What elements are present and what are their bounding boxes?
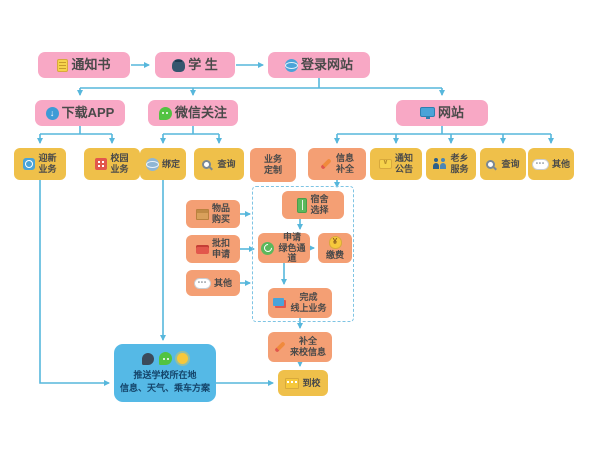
node-label: 批扣 申请	[211, 238, 230, 259]
node-label: 业务 定制	[263, 154, 282, 175]
node-announcements: 通知 公告	[370, 148, 422, 180]
recycle-icon	[261, 241, 274, 255]
monitor-icon	[419, 106, 435, 119]
moneybag-icon	[328, 235, 342, 249]
student-icon	[172, 58, 186, 72]
wechat-icon	[159, 352, 172, 366]
node-website-query: 查询	[480, 148, 526, 180]
magnifier-icon	[202, 159, 212, 169]
business-custom-group	[252, 186, 354, 322]
node-batch-deduction: 批扣 申请	[186, 235, 240, 263]
node-label: 其他	[213, 277, 232, 288]
node-finish-online: 完成 线上业务	[268, 288, 332, 318]
download-icon	[45, 106, 59, 120]
pencil-icon	[320, 158, 333, 171]
node-label: 其他	[551, 158, 570, 169]
node-label: 迎新 业务	[38, 153, 57, 174]
node-dorm-selection: 宿舍 选择	[282, 191, 344, 219]
node-business-custom-label: 业务 定制	[250, 148, 296, 182]
node-optional-other: 其他	[186, 270, 240, 296]
node-payment: 缴费	[318, 233, 352, 263]
ellipsis-icon	[193, 277, 211, 289]
school-icon	[285, 377, 300, 389]
globe-icon	[284, 58, 298, 72]
node-notice-letter: 通知书	[38, 52, 130, 78]
node-label: 学 生	[188, 57, 218, 73]
wechat-icon	[158, 106, 172, 120]
node-label: 校园 业务	[110, 153, 129, 174]
card-icon	[195, 244, 209, 254]
node-website-other: 其他	[528, 148, 574, 180]
node-bind: 绑定	[140, 148, 186, 180]
push-info-panel: 推送学校所在地 信息、天气、乘车方案	[114, 344, 216, 402]
node-label: 申请 绿色通道	[278, 231, 306, 264]
cards-icon	[273, 298, 285, 306]
node-hometown-service: 老乡 服务	[426, 148, 476, 180]
node-campus-services: 校园 业务	[84, 148, 140, 180]
sun-icon	[177, 353, 188, 365]
node-login-website: 登录网站	[268, 52, 370, 78]
chat-icon	[142, 352, 154, 365]
node-green-channel: 申请 绿色通道	[258, 231, 310, 264]
node-label: 通知 公告	[394, 153, 413, 174]
box-icon	[195, 208, 209, 220]
node-student: 学 生	[155, 52, 235, 78]
push-panel-text: 推送学校所在地 信息、天气、乘车方案	[119, 370, 210, 393]
node-label: 下载APP	[61, 105, 115, 121]
node-label: 宿舍 选择	[310, 194, 329, 215]
node-download-app: 下载APP	[35, 100, 125, 126]
magnifier-icon	[486, 159, 496, 169]
welcome-badge-icon	[23, 158, 36, 170]
node-label: 补全 来校信息	[289, 336, 326, 357]
node-welcome-services: 迎新 业务	[14, 148, 66, 180]
node-label: 到校	[302, 377, 321, 388]
push-panel-icons	[142, 352, 188, 366]
node-label: 通知书	[71, 57, 111, 73]
node-label: 查询	[501, 158, 520, 169]
node-label: 登录网站	[300, 57, 353, 73]
node-website: 网站	[396, 100, 488, 126]
wardrobe-icon	[297, 197, 308, 213]
node-wechat-follow: 微信关注	[148, 100, 238, 126]
node-info-completion: 信息 补全	[308, 148, 366, 180]
node-label: 信息 补全	[335, 153, 354, 174]
node-fill-arrival-info: 补全 来校信息	[268, 332, 332, 362]
node-label: 完成 线上业务	[290, 292, 327, 313]
node-label: 微信关注	[174, 105, 227, 121]
people-icon	[433, 158, 447, 170]
ellipsis-icon	[531, 158, 549, 170]
link-globe-icon	[145, 157, 159, 171]
node-goods-purchase: 物品 购买	[186, 200, 240, 228]
pencil-icon	[274, 341, 287, 354]
node-wechat-query: 查询	[194, 148, 244, 180]
node-label: 绑定	[161, 158, 180, 169]
node-arrive-school: 到校	[278, 370, 328, 396]
campus-building-icon	[95, 158, 108, 170]
clipboard-icon	[57, 58, 69, 72]
node-label: 老乡 服务	[450, 153, 469, 174]
node-label: 查询	[217, 158, 236, 169]
envelope-icon	[378, 159, 392, 169]
node-label: 物品 购买	[211, 203, 230, 224]
node-label: 网站	[437, 105, 464, 121]
node-label: 缴费	[325, 249, 344, 260]
